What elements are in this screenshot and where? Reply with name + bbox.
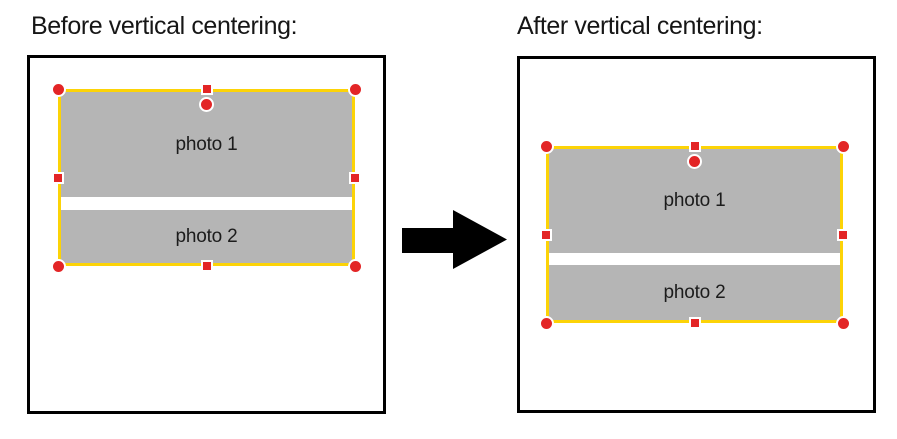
photo-gap: [549, 253, 840, 265]
panel-title-after: After vertical centering:: [517, 12, 763, 40]
corner-handle-top-left[interactable]: [538, 138, 554, 154]
edge-handle-right[interactable]: [349, 171, 361, 184]
photo-frame-2[interactable]: photo 2: [61, 210, 352, 263]
photo-gap: [61, 197, 352, 210]
selection-frame-after[interactable]: photo 1 photo 2: [538, 138, 851, 331]
photo-frame-2[interactable]: photo 2: [549, 265, 840, 320]
corner-handle-bottom-right[interactable]: [347, 258, 363, 274]
edge-handle-top[interactable]: [200, 83, 213, 95]
edge-handle-right[interactable]: [837, 228, 849, 241]
rotation-handle[interactable]: [199, 97, 214, 112]
photo-label: photo 1: [663, 190, 726, 211]
corner-handle-bottom-left[interactable]: [538, 315, 554, 331]
edge-handle-bottom[interactable]: [688, 317, 701, 329]
corner-handle-bottom-left[interactable]: [50, 258, 66, 274]
edge-handle-top[interactable]: [688, 140, 701, 152]
edge-handle-bottom[interactable]: [200, 260, 213, 272]
corner-handle-top-left[interactable]: [50, 81, 66, 97]
edge-handle-left[interactable]: [52, 171, 64, 184]
rotation-handle[interactable]: [687, 154, 702, 169]
edge-handle-left[interactable]: [540, 228, 552, 241]
corner-handle-top-right[interactable]: [835, 138, 851, 154]
photo-label: photo 2: [663, 281, 726, 303]
panel-title-before: Before vertical centering:: [31, 12, 298, 40]
photo-label: photo 2: [175, 225, 238, 247]
corner-handle-bottom-right[interactable]: [835, 315, 851, 331]
photo-label: photo 1: [175, 133, 238, 155]
corner-handle-top-right[interactable]: [347, 81, 363, 97]
right-arrow-icon: [402, 210, 507, 269]
selection-frame-before[interactable]: photo 1 photo 2: [50, 81, 363, 274]
